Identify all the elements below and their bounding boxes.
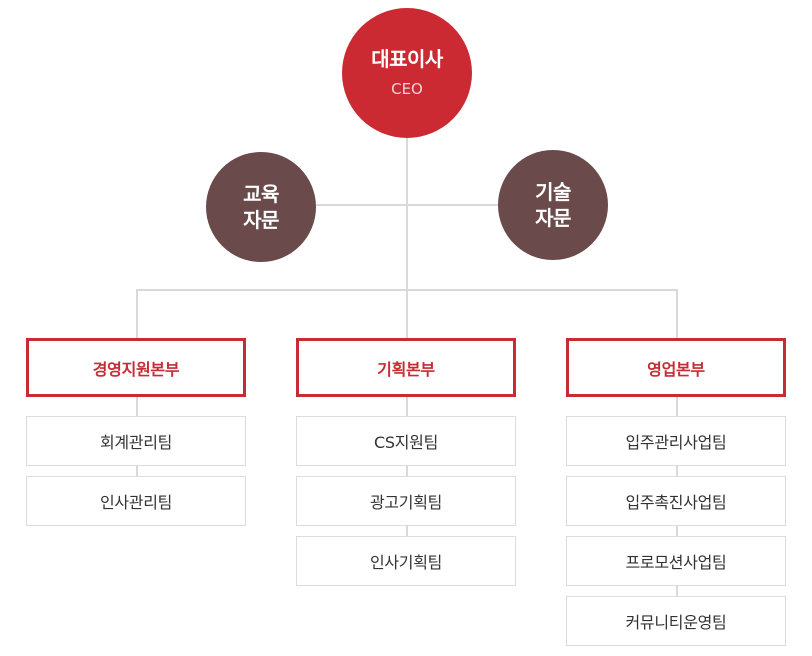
division-management-support: 경영지원본부 — [26, 338, 246, 397]
connector-division-1 — [136, 289, 138, 338]
team-box: 커뮤니티운영팀 — [566, 596, 786, 646]
connector-division-3 — [676, 289, 678, 338]
ceo-title: 대표이사 — [371, 47, 443, 71]
advisor-label-line1: 교육 — [243, 182, 279, 206]
connector-divisions — [136, 289, 678, 291]
division-planning: 기획본부 — [296, 338, 516, 397]
team-box: 회계관리팀 — [26, 416, 246, 466]
advisor-node-education: 교육 자문 — [206, 152, 316, 262]
advisor-label-line1: 기술 — [535, 180, 571, 204]
advisor-label-line2: 자문 — [535, 206, 571, 230]
team-box: 프로모션사업팀 — [566, 536, 786, 586]
connector-advisors — [316, 204, 498, 206]
connector-ceo-trunk — [406, 138, 408, 338]
advisor-label-line2: 자문 — [243, 208, 279, 232]
team-box: CS지원팀 — [296, 416, 516, 466]
team-box: 입주촉진사업팀 — [566, 476, 786, 526]
team-box: 광고기획팀 — [296, 476, 516, 526]
ceo-node: 대표이사 CEO — [342, 8, 472, 138]
team-box: 인사관리팀 — [26, 476, 246, 526]
ceo-subtitle: CEO — [391, 80, 423, 98]
division-sales: 영업본부 — [566, 338, 786, 397]
team-box: 입주관리사업팀 — [566, 416, 786, 466]
team-box: 인사기획팀 — [296, 536, 516, 586]
advisor-node-technology: 기술 자문 — [498, 150, 608, 260]
